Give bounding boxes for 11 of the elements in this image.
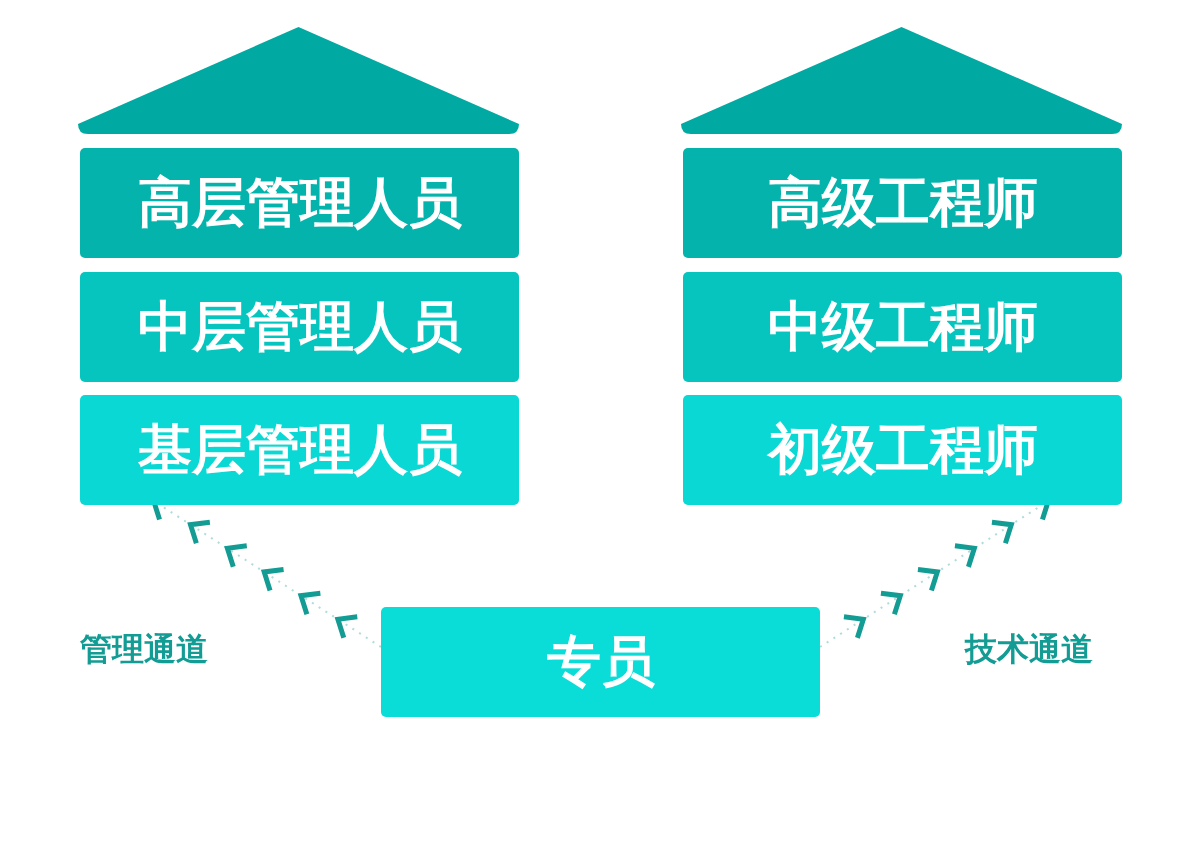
level-box: 中层管理人员 (80, 272, 519, 382)
level-box: 专员 (381, 607, 820, 717)
roof-shape (78, 27, 519, 134)
level-box: 中级工程师 (683, 272, 1122, 382)
level-box: 基层管理人员 (80, 395, 519, 505)
path-label: 管理通道 (80, 629, 208, 670)
level-box: 高级工程师 (683, 148, 1122, 258)
roof-shape (681, 27, 1122, 134)
path-label: 技术通道 (965, 629, 1093, 670)
level-box: 初级工程师 (683, 395, 1122, 505)
level-box: 高层管理人员 (80, 148, 519, 258)
